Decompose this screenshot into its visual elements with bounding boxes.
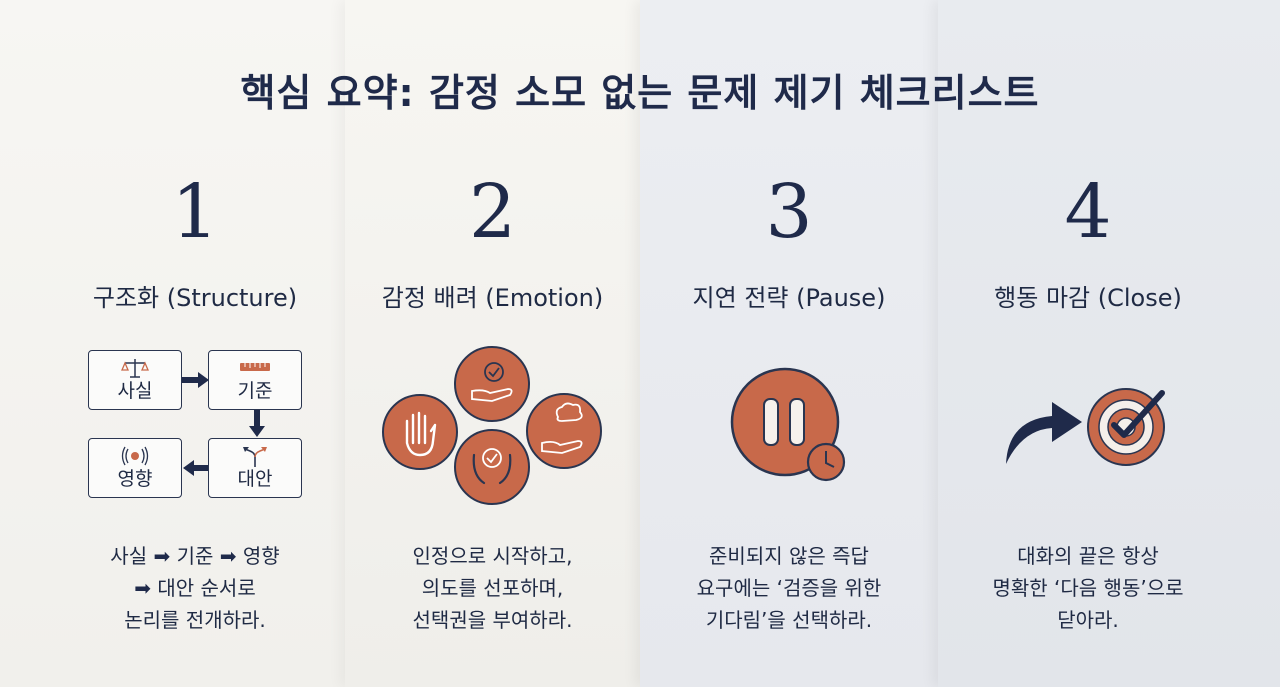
ruler-icon <box>240 363 270 371</box>
step-heading: 감정 배려 (Emotion) <box>381 284 604 312</box>
pause-clock-icon <box>730 367 846 482</box>
hand-check-icon <box>454 346 530 422</box>
desc-line: 사실 ➡ 기준 ➡ 영향 <box>40 540 350 572</box>
panel-close-bg <box>938 0 1280 687</box>
panel-emotion-bg <box>345 0 640 687</box>
column-emotion: 2 감정 배려 (Emotion) 인정으로 시작하고, 의도를 선포하며, 선… <box>345 0 640 687</box>
thought-hand-icon <box>526 393 602 469</box>
flow-box-fact: 사실 <box>88 350 182 410</box>
flow-box-impact: 영향 <box>88 438 182 498</box>
desc-line: 기다림’을 선택하라. <box>705 608 873 632</box>
desc-line: 선택권을 부여하라. <box>412 608 573 632</box>
step-number: 1 <box>171 169 219 255</box>
desc-impact: 영향 <box>242 544 280 568</box>
desc-line: 논리를 전개하라. <box>124 608 266 632</box>
pause-icon <box>730 367 840 477</box>
split-arrow-icon <box>243 447 267 467</box>
column-close: 4 행동 마감 (Close) 대화의 끝은 항상 명확한 ‘다음 행동’으로 … <box>938 0 1238 687</box>
flow-box-label: 영향 <box>117 468 153 490</box>
emotion-icon-cluster <box>382 346 602 505</box>
curved-arrow-icon <box>1006 402 1082 464</box>
panel-structure-bg <box>0 0 345 687</box>
column-pause: 3 지연 전략 (Pause) 준비되지 않은 즉답 요구에는 ‘검증을 위한 … <box>640 0 938 687</box>
step-description: 준비되지 않은 즉답 요구에는 ‘검증을 위한 기다림’을 선택하라. <box>640 540 938 636</box>
flow-box-alternative: 대안 <box>208 438 302 498</box>
arrow-right-icon <box>182 372 209 388</box>
target-check-icon <box>1087 388 1165 466</box>
step-description: 사실 ➡ 기준 ➡ 영향 ➡ 대안 순서로 논리를 전개하라. <box>40 540 350 636</box>
desc-standard: 기준 <box>176 544 214 568</box>
flow-box-standard: 기준 <box>208 350 302 410</box>
desc-line: 명확한 ‘다음 행동’으로 <box>992 576 1184 600</box>
arrow-icon: ➡ <box>153 544 171 568</box>
desc-line: 닫아라. <box>1057 608 1119 632</box>
step-number: 3 <box>765 169 813 255</box>
step-number: 4 <box>1064 169 1112 255</box>
panel-pause-bg <box>640 0 938 687</box>
desc-line: ➡ 대안 순서로 <box>40 572 350 604</box>
step-description: 대화의 끝은 항상 명확한 ‘다음 행동’으로 닫아라. <box>938 540 1238 636</box>
desc-line: 요구에는 ‘검증을 위한 <box>696 576 882 600</box>
flow-box-label: 기준 <box>237 380 273 402</box>
step-heading: 지연 전략 (Pause) <box>692 284 886 312</box>
raised-hand-icon <box>382 394 458 470</box>
ripple-icon <box>121 446 149 466</box>
step-description: 인정으로 시작하고, 의도를 선포하며, 선택권을 부여하라. <box>345 540 640 636</box>
arrow-down-icon <box>249 410 265 437</box>
step-heading: 행동 마감 (Close) <box>994 284 1182 312</box>
desc-fact: 사실 <box>110 544 148 568</box>
flow-box-label: 대안 <box>237 468 273 490</box>
step-number: 2 <box>468 169 517 255</box>
arrow-left-icon <box>183 460 210 476</box>
column-structure: 1 구조화 (Structure) 사실 기준 <box>40 0 350 687</box>
scale-icon <box>121 359 149 378</box>
desc-alternative: 대안 순서로 <box>157 576 256 600</box>
desc-line: 준비되지 않은 즉답 <box>709 544 869 568</box>
desc-line: 인정으로 시작하고, <box>412 544 573 568</box>
cupped-hands-check-icon <box>454 429 530 505</box>
step-heading: 구조화 (Structure) <box>92 284 298 312</box>
page-title: 핵심 요약: 감정 소모 없는 문제 제기 체크리스트 <box>240 71 1040 115</box>
arrow-icon: ➡ <box>134 576 152 600</box>
desc-line: 대화의 끝은 항상 <box>1017 544 1159 568</box>
desc-line: 의도를 선포하며, <box>421 576 564 600</box>
clock-icon <box>806 442 846 482</box>
flow-box-label: 사실 <box>117 380 153 402</box>
arrow-icon: ➡ <box>219 544 237 568</box>
